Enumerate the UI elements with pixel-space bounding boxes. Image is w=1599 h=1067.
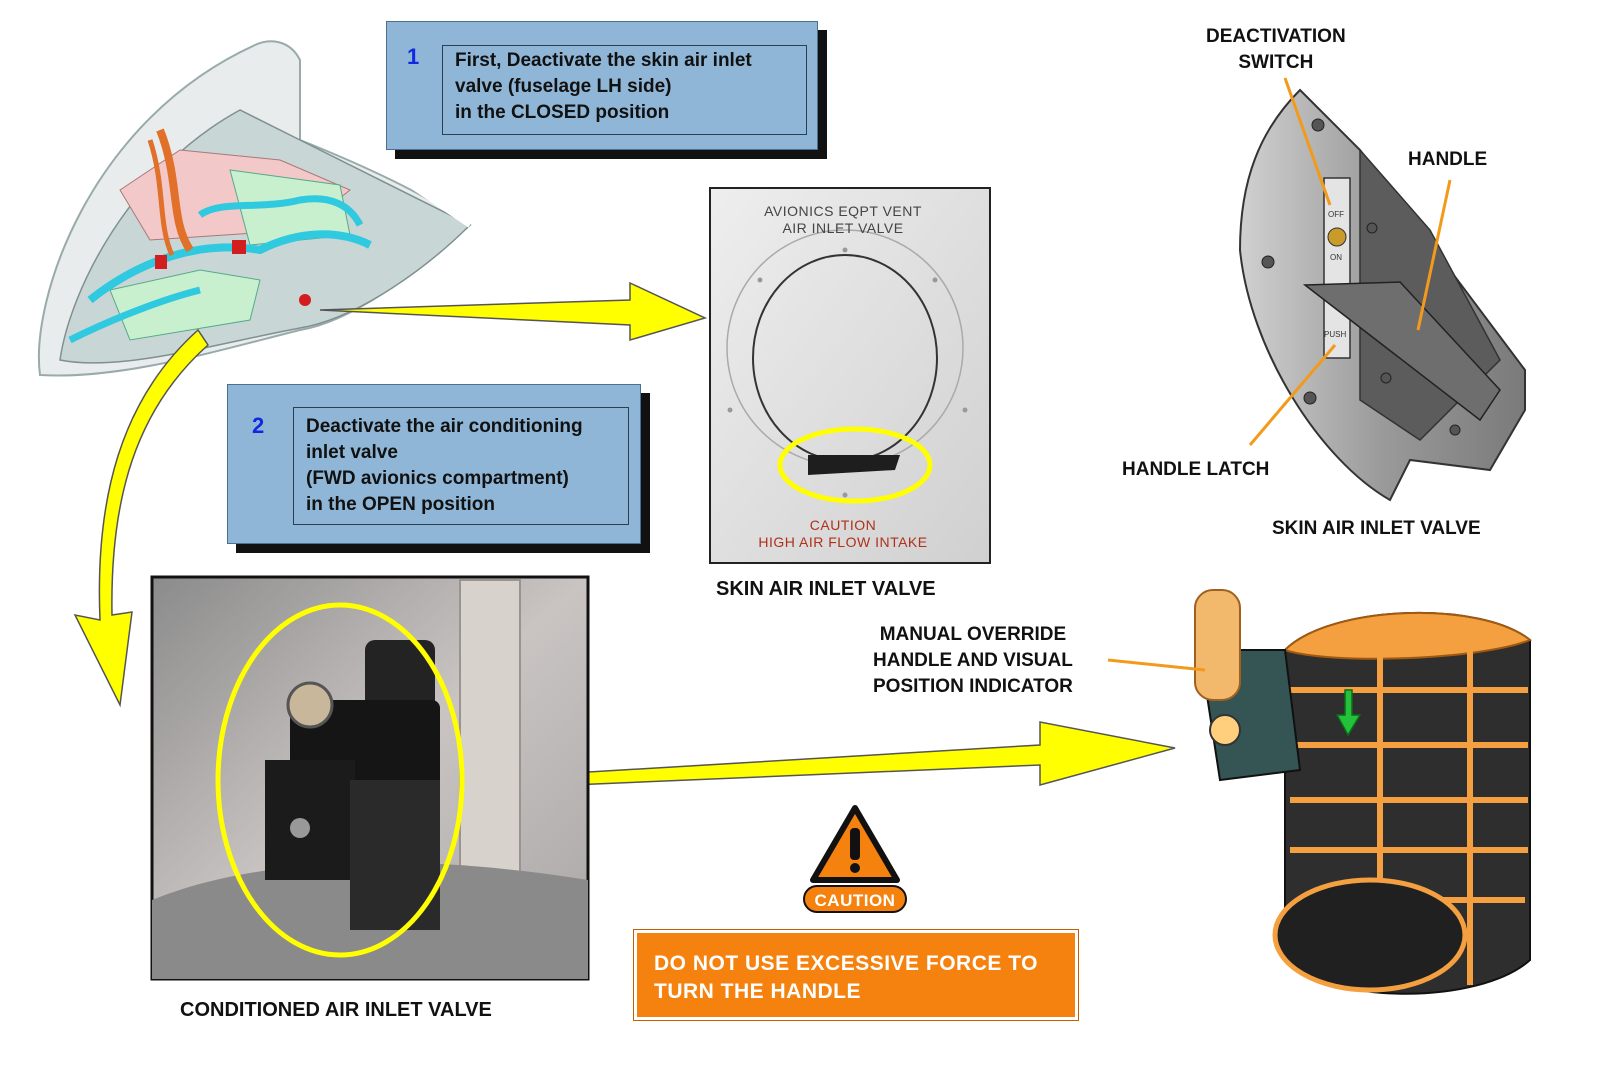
caution-message-line: TURN THE HANDLE [654,980,861,1003]
manual-override-label-line: HANDLE AND VISUAL [873,650,1073,671]
arrow-to-skin-valve-panel [319,281,708,342]
panel-placard-line: AIR INLET VALVE [782,220,904,236]
push-marking: PUSH [1324,330,1347,339]
leader-lines [1107,77,1452,672]
caution-message-line: DO NOT USE EXCESSIVE FORCE TO [654,952,1039,975]
skin-air-inlet-valve-detail [1238,88,1526,502]
conditioned-valve-cutaway [1194,589,1532,995]
caution-message-box: DO NOT USE EXCESSIVE FORCE TO TURN THE H… [633,929,1079,1021]
skin-air-inlet-valve-panel [709,187,991,564]
step-2-line: Deactivate the air conditioning [306,416,583,437]
conditioned-air-inlet-valve-photo [150,575,590,981]
fuselage-cutaway-illustration [38,40,472,377]
panel-caution-placard: CAUTION HIGH AIR FLOW INTAKE [703,517,983,551]
caution-badge: CAUTION [803,885,907,913]
handle-latch-label: HANDLE LATCH [1122,459,1270,480]
step-1-line: valve (fuselage LH side) [455,76,672,97]
caution-message: DO NOT USE EXCESSIVE FORCE TO TURN THE H… [654,950,1038,1006]
step-1-line: in the CLOSED position [455,102,670,123]
panel-caution-line: HIGH AIR FLOW INTAKE [758,534,928,550]
step-1-box: 1 First, Deactivate the skin air inlet v… [386,21,818,150]
highlight-ring-valve [215,602,465,958]
arrow-to-conditioned-valve-photo [73,328,209,708]
deactivation-switch-label-line: DEACTIVATION [1206,26,1346,47]
step-2-number: 2 [252,413,265,438]
deactivation-switch-label: DEACTIVATION SWITCH [1206,24,1346,76]
step-2-line: inlet valve [306,442,398,463]
switch-off-marking: OFF [1328,210,1344,219]
skin-valve-panel-caption: SKIN AIR INLET VALVE [716,578,936,600]
step-2-box: 2 Deactivate the air conditioning inlet … [227,384,641,544]
step-1-line: First, Deactivate the skin air inlet [455,50,752,71]
step-2-instruction: Deactivate the air conditioning inlet va… [293,407,629,525]
skin-valve-detail-caption: SKIN AIR INLET VALVE [1272,518,1481,539]
conditioned-valve-caption: CONDITIONED AIR INLET VALVE [180,999,492,1021]
manual-override-label-line: MANUAL OVERRIDE [879,624,1067,645]
handle-label: HANDLE [1408,149,1488,170]
step-2-line: (FWD avionics compartment) [306,468,569,489]
highlight-ring-handle [777,426,933,504]
panel-placard: AVIONICS EQPT VENT AIR INLET VALVE [703,203,983,237]
panel-placard-line: AVIONICS EQPT VENT [764,203,922,219]
deactivation-switch-label-line: SWITCH [1238,52,1314,73]
step-2-line: in the OPEN position [306,494,495,515]
step-1-instruction: First, Deactivate the skin air inlet val… [442,45,807,135]
caution-triangle-icon [810,805,900,883]
panel-caution-line: CAUTION [809,517,877,533]
manual-override-label: MANUAL OVERRIDE HANDLE AND VISUAL POSITI… [873,622,1073,700]
manual-override-label-line: POSITION INDICATOR [873,676,1073,697]
switch-on-marking: ON [1330,253,1342,262]
step-1-number: 1 [407,44,420,69]
